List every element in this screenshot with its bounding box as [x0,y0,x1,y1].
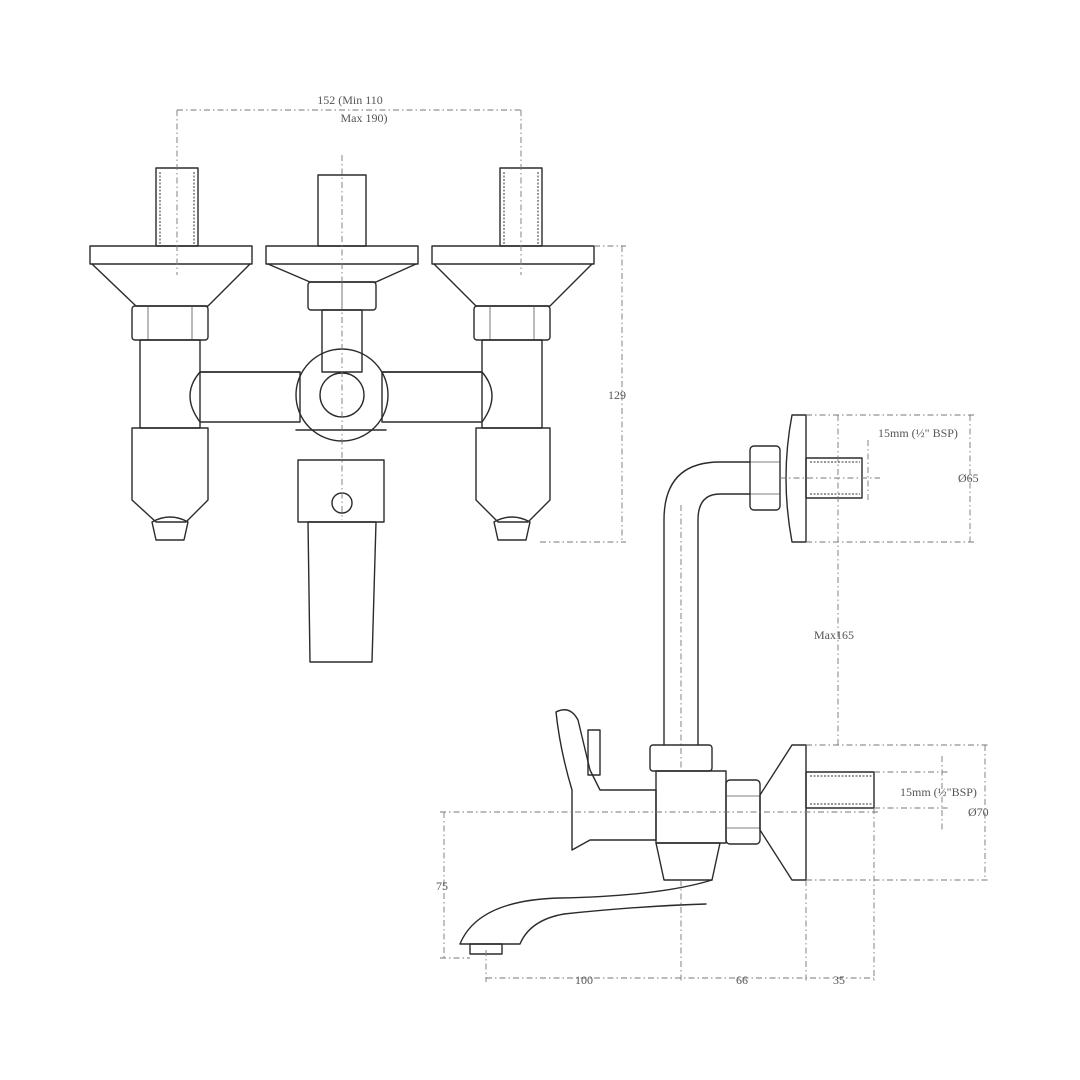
lower-flange [759,744,875,881]
left-body [131,339,209,541]
dim-center-distance-label-a: 152 (Min 110 [317,93,383,107]
dim-spout-height-label: 75 [436,879,448,893]
dim-center-distance-label-b: Max 190) [341,111,388,125]
dim-lower-thread-label: 15mm (½"BSP) [900,785,977,799]
dim-upper-thread-label: 15mm (½" BSP) [878,426,958,440]
dim-flange-depth-label: 35 [833,973,845,987]
right-hex-nut [473,305,551,341]
dim-spout-reach-label: 100 [575,973,593,987]
dim-body-depth-label: 66 [736,973,748,987]
dim-upper-flange-dia-label: Ø65 [958,471,979,485]
side-lever [555,709,657,851]
side-view: Ø65 15mm (½" BSP) Max165 Ø70 15mm (½"BSP… [436,414,990,987]
dim-riser-max-label: Max165 [814,628,854,642]
dim-front-height-label: 129 [608,388,626,402]
left-hex-nut [131,305,209,341]
cross-bar [189,371,493,423]
right-body [475,339,551,541]
dim-lower-flange-dia-label: Ø70 [968,805,989,819]
spout [459,879,713,955]
right-flange [431,245,595,307]
upper-flange [749,414,863,543]
front-view: 152 (Min 110 Max 190) 129 [89,93,626,663]
mixer-body [655,770,761,881]
lever-handle [297,459,385,663]
riser-pipe [663,461,751,770]
left-flange [89,245,253,307]
